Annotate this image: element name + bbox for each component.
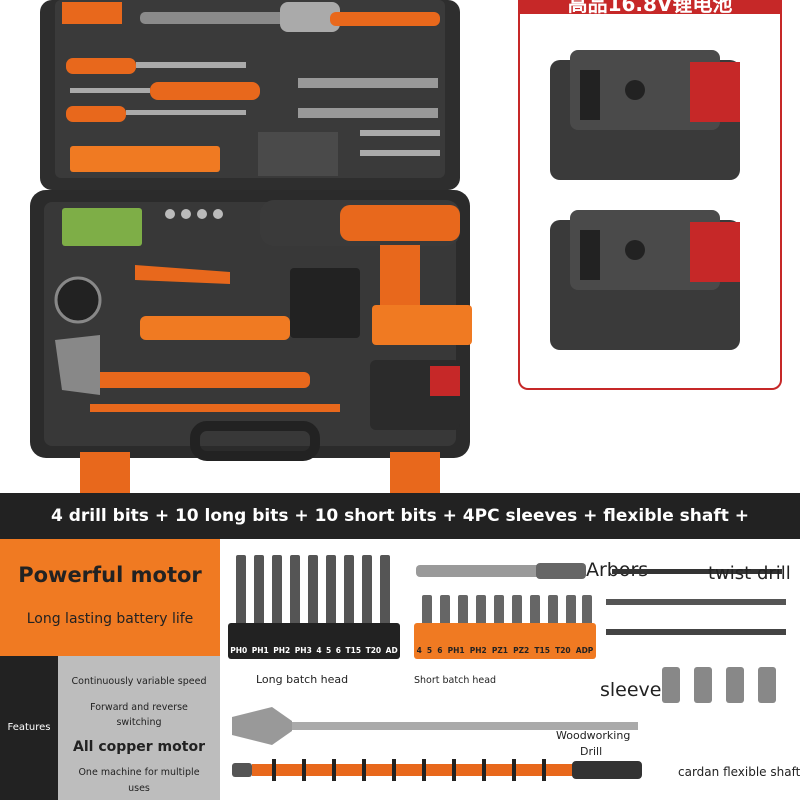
product-photo-area: 高品16.8V锂电池 [30,0,782,493]
long-bit-code: PH2 [273,646,291,655]
feature-item: Continuously variable speed [71,676,207,687]
sleeves-image [662,667,776,703]
short-bit-code: PZ2 [513,646,530,655]
features-label: Features [7,722,51,733]
short-bit-code: ADP [575,646,594,655]
short-bit-code: T20 [555,646,571,655]
woodworking-drill-image [232,707,638,745]
battery-card-title: 高品16.8V锂电池 [520,0,780,14]
feature-item: switching [116,717,162,728]
short-batch-head-label: Short batch head [414,675,497,686]
sleeve-label: sleeve [600,679,662,701]
flexible-shaft-image [232,759,642,781]
twist-drill-label: twist drill [708,563,791,584]
long-bits-strip: PH0 PH1 PH2 PH3 4 5 6 T15 T20 AD [228,623,400,659]
feature-item: One machine for multiple [78,767,200,778]
features-heading: Powerful motor [18,563,202,587]
woodworking-drill-label-line1: Woodworking [556,729,631,742]
short-bit-code: T15 [534,646,550,655]
long-bits-image [236,555,390,625]
tool-case-image [30,0,472,493]
long-bit-code: PH3 [294,646,312,655]
twist-drill-image [606,569,786,635]
short-bit-code: PZ1 [491,646,508,655]
long-bit-code: PH0 [230,646,248,655]
long-bit-code: T15 [345,646,362,655]
battery-image-2 [550,210,740,350]
long-bit-code: AD [385,646,398,655]
long-bit-code: PH1 [251,646,269,655]
long-bit-code: 6 [335,646,341,655]
accessories-panel: PH0 PH1 PH2 PH3 4 5 6 T15 T20 AD Long ba… [220,539,800,800]
long-batch-head-label: Long batch head [256,673,349,686]
woodworking-drill-label-line2: Drill [580,745,603,758]
contents-banner: 4 drill bits + 10 long bits + 10 short b… [0,493,800,572]
features-list: Continuously variable speed Forward and … [58,656,220,800]
battery-image-1 [550,50,740,180]
short-bit-code: 6 [437,646,443,655]
short-bit-code: 4 [416,646,422,655]
short-bit-code: PH2 [469,646,487,655]
long-bit-code: 5 [326,646,332,655]
features-subheading: Long lasting battery life [26,611,194,627]
long-bit-code: T20 [365,646,382,655]
feature-item: Forward and reverse [90,702,188,713]
feature-item: All copper motor [73,739,205,755]
features-label-column: Features [0,656,58,800]
feature-item: uses [128,783,150,794]
arbor-image [416,563,586,579]
short-bits-image [422,595,592,625]
features-header: Powerful motor Long lasting battery life [0,539,220,656]
short-bits-strip: 4 5 6 PH1 PH2 PZ1 PZ2 T15 T20 ADP [414,623,596,659]
flexible-shaft-label: cardan flexible shaft [678,765,800,779]
battery-card: 高品16.8V锂电池 [518,0,782,390]
long-bit-code: 4 [316,646,322,655]
short-bit-code: 5 [426,646,433,655]
short-bit-code: PH1 [447,646,465,655]
